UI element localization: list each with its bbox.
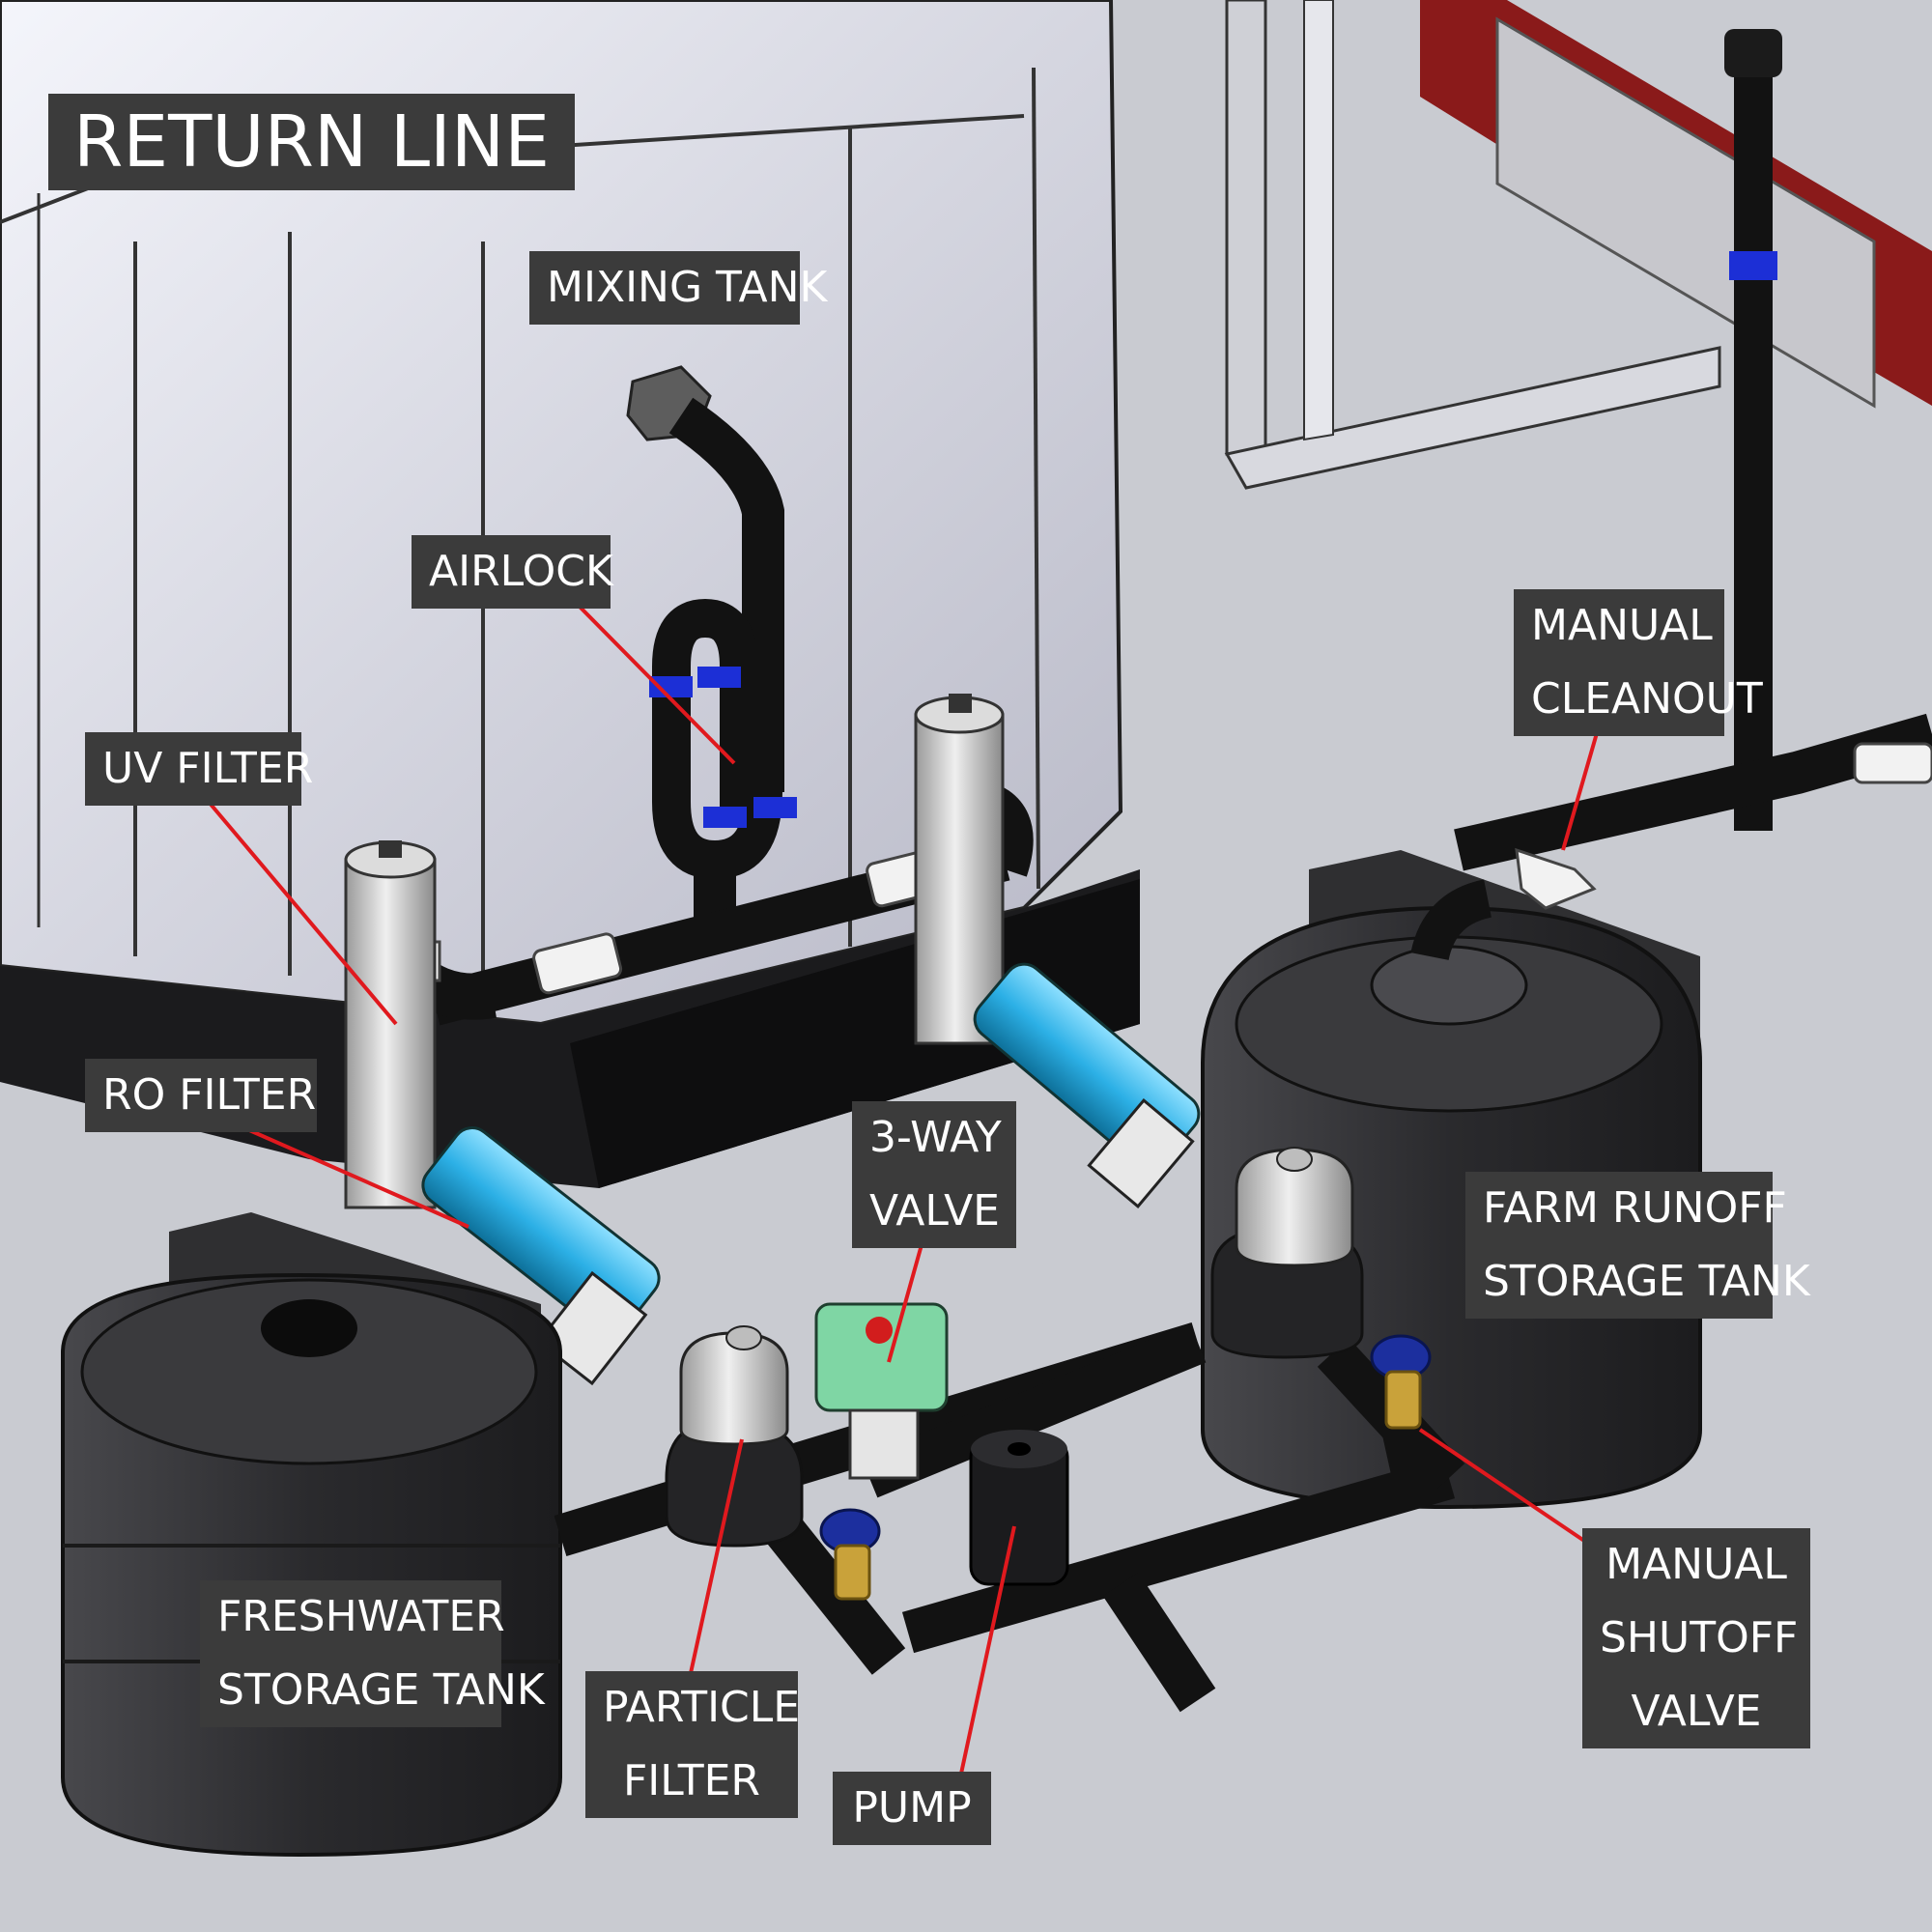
uv-filter-right (914, 694, 1005, 1045)
ro-filter-right (973, 962, 1201, 1209)
ro-filter-left (421, 1126, 661, 1386)
greenhouse-frame (1224, 0, 1932, 490)
label-particle-filter: PARTICLE FILTER (585, 1671, 800, 1818)
diagram-title: RETURN LINE (48, 94, 575, 190)
leader-manual-shutoff-valve (1418, 1428, 1586, 1543)
leader-lines (201, 605, 1601, 1775)
label-airlock: AIRLOCK (412, 535, 613, 609)
leader-particle-filter (689, 1438, 744, 1674)
label-mixing-tank: MIXING TANK (529, 251, 827, 325)
particle-filter-left (665, 1325, 804, 1548)
farm-runoff-tank-shape (1201, 850, 1702, 1510)
shutoff-valve-right (1370, 1334, 1432, 1430)
freshwater-tank-shape (61, 1212, 562, 1858)
label-three-way-valve: 3-WAY VALVE (852, 1101, 1016, 1248)
shutoff-valve-left (819, 1508, 881, 1601)
leader-pump (959, 1525, 1016, 1775)
label-freshwater-storage-tank: FRESHWATER STORAGE TANK (200, 1580, 545, 1727)
three-way-valve-shape (814, 1302, 949, 1480)
label-ro-filter: RO FILTER (85, 1059, 317, 1132)
label-farm-runoff-storage-tank: FARM RUNOFF STORAGE TANK (1465, 1172, 1810, 1319)
label-uv-filter: UV FILTER (85, 732, 313, 806)
leader-airlock (578, 605, 736, 765)
label-manual-cleanout: MANUAL CLEANOUT (1514, 589, 1763, 736)
leader-ro-filter (231, 1121, 469, 1229)
vertical-drain-pipe (1724, 29, 1782, 831)
leader-three-way-valve (887, 1240, 924, 1363)
pump-shape (969, 1430, 1069, 1586)
label-pump: PUMP (833, 1772, 991, 1845)
leader-manual-cleanout (1561, 725, 1601, 851)
leader-uv-filter (201, 793, 398, 1026)
uv-filter-left (344, 840, 437, 1209)
label-manual-shutoff-valve: MANUAL SHUTOFF VALVE (1582, 1528, 1810, 1748)
particle-filter-right (1210, 1147, 1364, 1359)
